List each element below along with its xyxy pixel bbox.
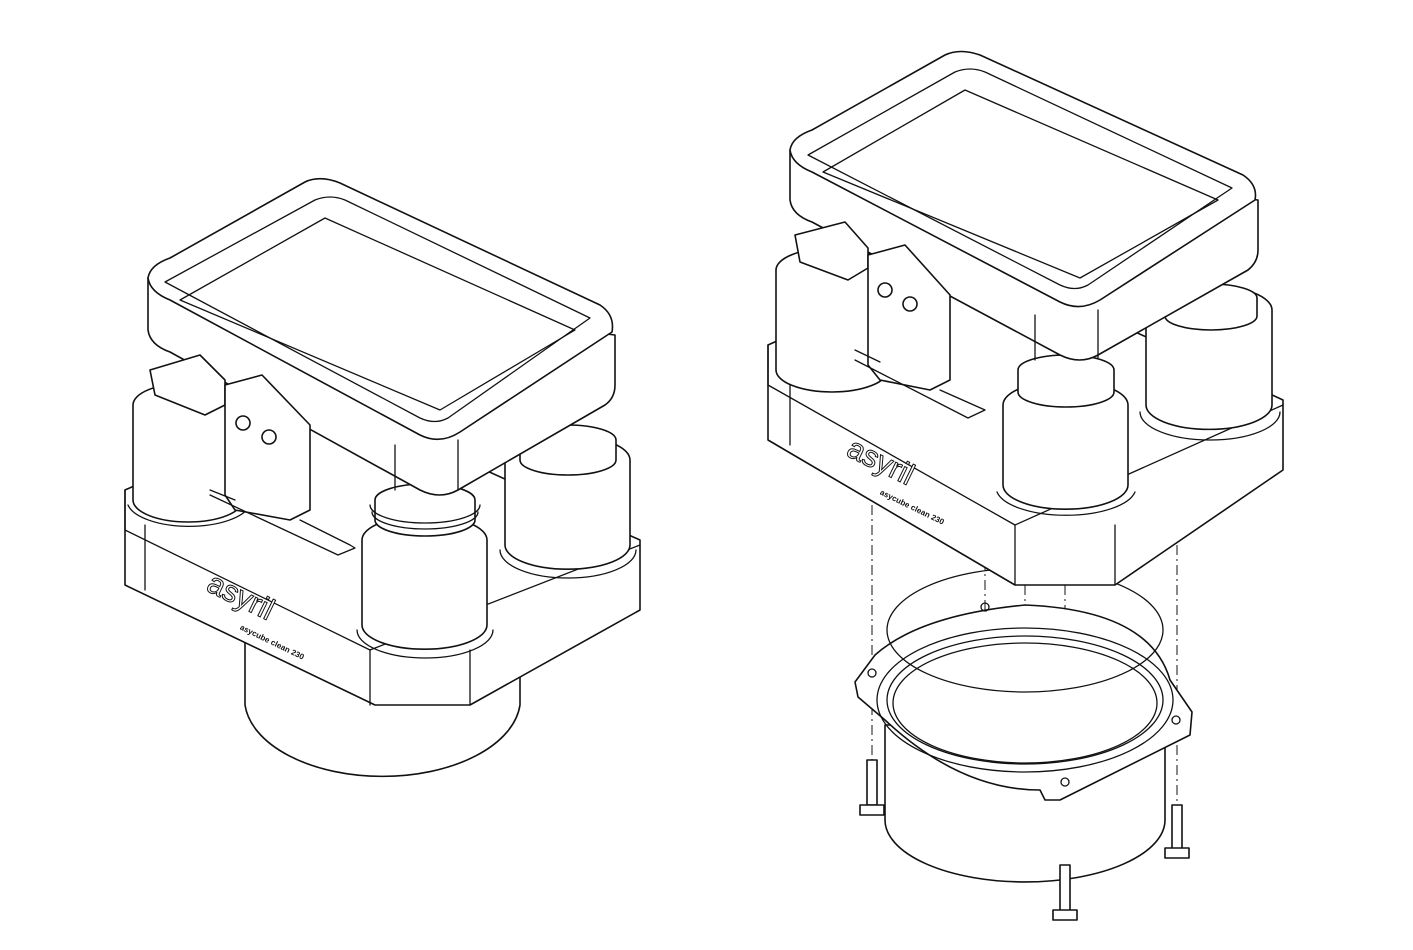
tray <box>147 177 616 496</box>
bolt-head-icon <box>877 282 893 298</box>
screw <box>859 759 885 816</box>
assembled-view: asyril asycube clean 230 <box>124 177 641 778</box>
bolt-head-icon <box>261 429 277 445</box>
bracket <box>794 221 986 419</box>
spring-feet <box>127 382 637 659</box>
mounting-flange <box>854 602 1193 801</box>
spring-feet <box>775 247 1281 516</box>
bracket <box>149 354 356 556</box>
tray <box>789 50 1259 361</box>
screw <box>1164 804 1190 859</box>
bolt-head-icon <box>235 415 251 431</box>
screws <box>859 759 1190 921</box>
screw <box>1052 864 1078 921</box>
exploded-view: asyril asycube clean 230 <box>767 50 1284 921</box>
bolt-head-icon <box>902 296 918 312</box>
